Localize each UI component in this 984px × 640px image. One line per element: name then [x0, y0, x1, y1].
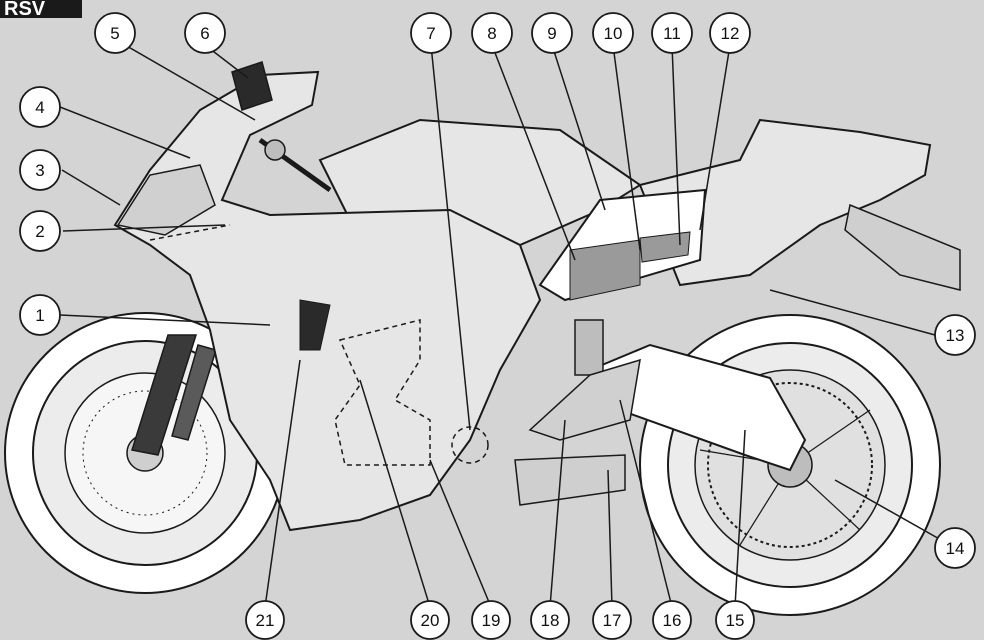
callout-1-label: 1 [35, 306, 44, 325]
callout-7-label: 7 [426, 24, 435, 43]
callout-14: 14 [934, 527, 976, 569]
callout-20: 20 [410, 600, 450, 640]
callout-17-label: 17 [603, 611, 622, 630]
callout-13-label: 13 [946, 326, 965, 345]
tail-section [638, 118, 961, 291]
callout-8-label: 8 [487, 24, 496, 43]
callout-18: 18 [530, 600, 570, 640]
callout-9: 9 [531, 12, 573, 54]
callout-21: 21 [245, 600, 285, 640]
callout-14-label: 14 [946, 539, 965, 558]
callout-2-label: 2 [35, 222, 44, 241]
callout-6-label: 6 [200, 24, 209, 43]
callout-9-label: 9 [547, 24, 556, 43]
front-fairing [113, 70, 542, 532]
callout-18-label: 18 [541, 611, 560, 630]
callout-8: 8 [471, 12, 513, 54]
rear-shock [574, 319, 604, 376]
leader-lines [59, 44, 951, 608]
callout-5-label: 5 [110, 24, 119, 43]
front-fork [131, 334, 217, 456]
callout-4-label: 4 [35, 98, 44, 117]
callout-6: 6 [184, 12, 226, 54]
callout-15-label: 15 [726, 611, 745, 630]
callout-3-label: 3 [35, 161, 44, 180]
side-panel [538, 188, 707, 302]
callout-16-label: 16 [663, 611, 682, 630]
callout-19-label: 19 [482, 611, 501, 630]
model-badge: RSV [0, 0, 82, 18]
callout-13: 13 [934, 314, 976, 356]
callout-12: 12 [709, 12, 751, 54]
callout-5: 5 [94, 12, 136, 54]
callout-1: 1 [19, 294, 61, 336]
callout-16: 16 [652, 600, 692, 640]
callout-2: 2 [19, 210, 61, 252]
callout-17: 17 [592, 600, 632, 640]
callout-11: 11 [651, 12, 693, 54]
callout-20-label: 20 [421, 611, 440, 630]
callout-11-label: 11 [663, 24, 681, 43]
callout-12-label: 12 [721, 24, 740, 43]
handlebar [258, 137, 332, 193]
callout-21-label: 21 [256, 611, 275, 630]
callout-7: 7 [410, 12, 452, 54]
exhaust [514, 454, 626, 506]
callout-4: 4 [19, 86, 61, 128]
callout-10: 10 [592, 12, 634, 54]
swingarm [588, 343, 807, 472]
callout-19: 19 [471, 600, 511, 640]
callout-10-label: 10 [604, 24, 623, 43]
callout-3: 3 [19, 149, 61, 191]
footpeg-bracket [528, 358, 641, 441]
callout-15: 15 [715, 600, 755, 640]
